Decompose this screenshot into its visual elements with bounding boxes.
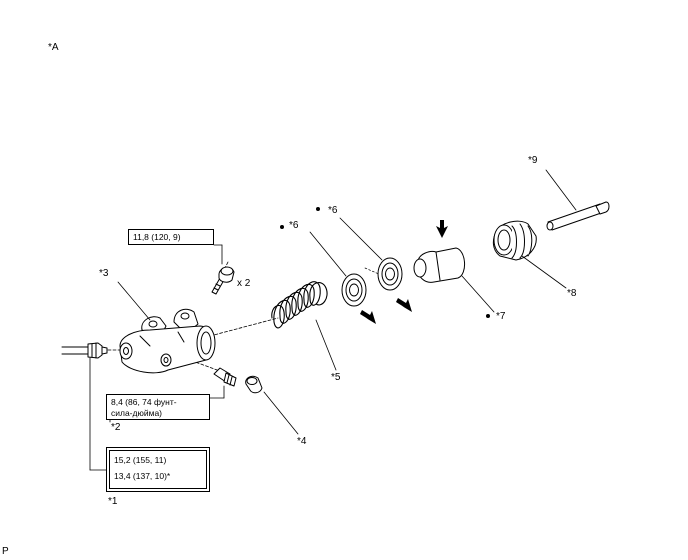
callout-3: *3 xyxy=(99,268,109,279)
torque-box-line-nut: 15,2 (155, 11) 13,4 (137, 10)* xyxy=(109,450,207,489)
bleeder-plug xyxy=(213,367,237,387)
boot xyxy=(492,220,537,261)
callout-2: *2 xyxy=(111,422,121,433)
push-rod xyxy=(546,201,610,231)
callout-7: *7 xyxy=(496,311,506,322)
torque-box-bolt: 11,8 (120, 9) xyxy=(128,229,214,245)
torque-line-nut-2: 13,4 (137, 10)* xyxy=(114,471,171,481)
view-label: *A xyxy=(48,42,59,53)
torque-line-nut-1: 15,2 (155, 11) xyxy=(114,455,167,465)
marker-dot xyxy=(280,225,284,229)
marker-dot xyxy=(486,314,490,318)
corner-label: P xyxy=(2,546,9,557)
torque-box-line-nut-outer xyxy=(106,447,210,492)
torque-box-bleeder: 8,4 (86, 74 фунт- сила-дюйма) xyxy=(106,394,210,420)
piston xyxy=(413,247,465,283)
quantity-label: x 2 xyxy=(237,278,251,289)
hydraulic-line xyxy=(61,342,108,359)
arrow-icon xyxy=(360,220,448,324)
callout-9: *9 xyxy=(528,155,538,166)
bleeder-cap xyxy=(245,375,263,394)
callout-8: *8 xyxy=(567,288,577,299)
torque-bleeder-line2: сила-дюйма) xyxy=(111,408,162,418)
torque-bolt-value: 11,8 (120, 9) xyxy=(133,232,181,242)
cup-1 xyxy=(341,273,367,307)
callout-4: *4 xyxy=(297,436,307,447)
callout-1: *1 xyxy=(108,496,118,507)
cup-2 xyxy=(377,257,403,291)
callout-6-first: *6 xyxy=(289,220,299,231)
marker-dot xyxy=(316,207,320,211)
torque-bleeder-line1: 8,4 (86, 74 фунт- xyxy=(111,397,177,407)
mounting-bolt xyxy=(211,266,235,295)
callout-5: *5 xyxy=(331,372,341,383)
spring xyxy=(271,281,328,329)
release-cylinder-body xyxy=(119,308,216,374)
leader-lines xyxy=(89,169,577,471)
callout-6-second: *6 xyxy=(328,205,338,216)
